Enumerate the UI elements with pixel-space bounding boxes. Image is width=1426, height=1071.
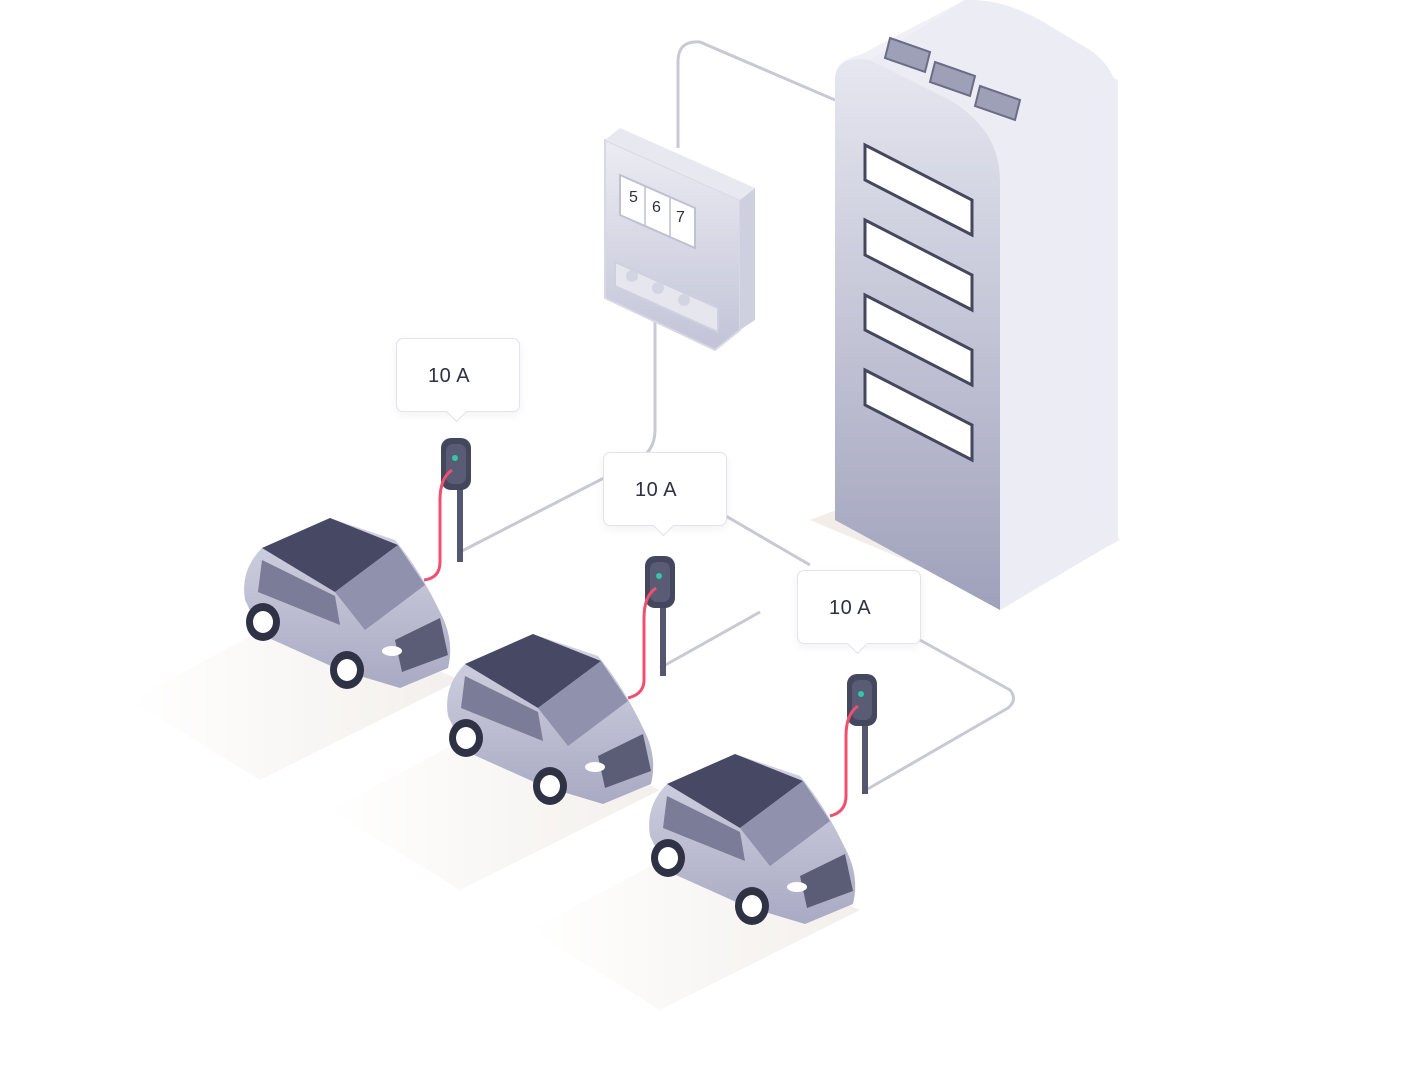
solar-panel-icon (883, 36, 1022, 122)
wire-charger3-loop (865, 638, 1015, 792)
wire-building-to-meter (676, 40, 836, 148)
charger-1 (423, 438, 471, 582)
current-label-charger-1: 10 A (396, 338, 520, 412)
charger-3 (829, 674, 877, 818)
car-1 (244, 518, 451, 689)
current-value: 10 A (428, 365, 471, 387)
meter-digit-3: 7 (676, 209, 685, 226)
car-icon (244, 518, 856, 925)
current-value: 10 A (829, 597, 872, 619)
building-icon (835, 0, 1118, 610)
current-value: 10 A (635, 479, 678, 501)
wire-charger2-branch (659, 610, 761, 670)
meter-digit-2: 6 (652, 199, 661, 216)
charger-2 (627, 556, 675, 700)
building-windows (863, 142, 974, 463)
current-label-charger-2: 10 A (603, 452, 727, 526)
meter-digit-1: 5 (629, 189, 638, 206)
wire-junction-to-charger2 (711, 506, 811, 567)
car-3 (649, 754, 856, 925)
meter-icon: 5 6 7 (604, 128, 755, 352)
current-label-charger-3: 10 A (797, 570, 921, 644)
car-2 (447, 634, 654, 805)
